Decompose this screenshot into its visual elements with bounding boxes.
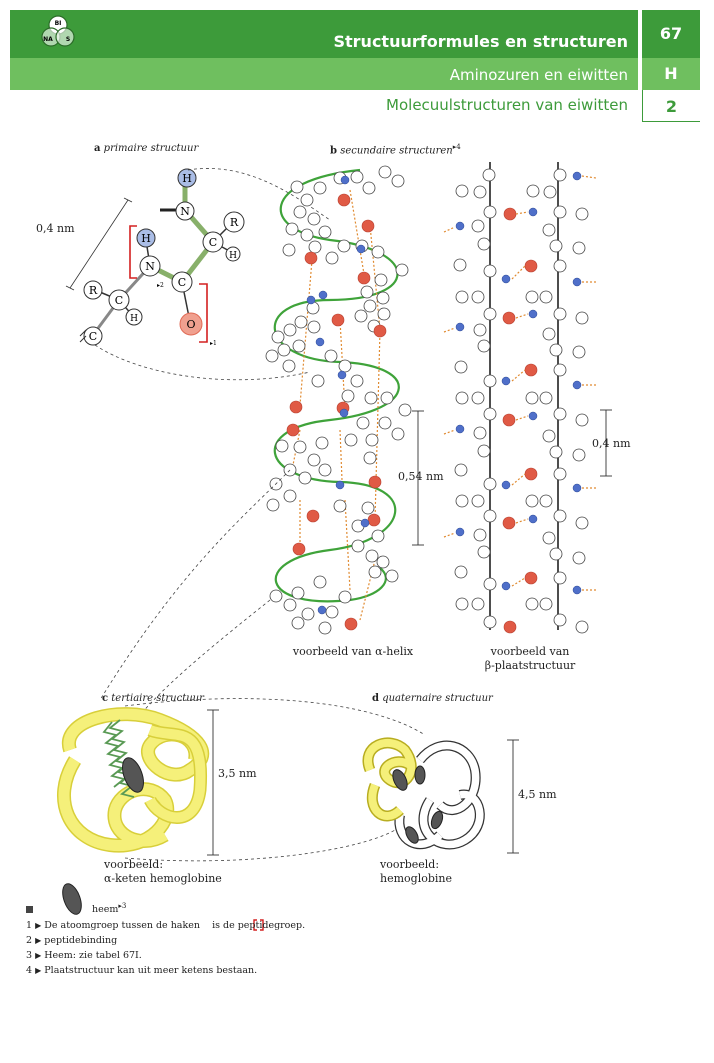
atom-r: R — [89, 284, 98, 297]
logo-text-left: NA — [43, 36, 53, 43]
beta-sheet-diagram — [443, 162, 597, 634]
footnotes: 1 ▶ De atoomgroep tussen de haken is de … — [26, 918, 305, 978]
section-title: Molecuulstructuren van eiwitten — [386, 96, 628, 114]
atom-n: N — [180, 205, 190, 218]
page-title: Structuurformules en structuren — [333, 32, 628, 51]
ref-2: ▸2 — [157, 282, 164, 289]
atom-n: N — [145, 260, 155, 273]
measure-quaternary: 4,5 nm — [518, 788, 557, 801]
measure-helix: 0,54 nm — [398, 470, 444, 483]
atom-h: H — [229, 251, 237, 261]
note-2: 2 ▶ peptidebinding — [26, 935, 118, 946]
quaternary-structure-diagram — [362, 737, 485, 850]
primary-structure-diagram: H N R C H H N ▸2 C O R C H C ▸1 — [65, 168, 331, 381]
binas-logo-icon: BI NA S — [41, 15, 75, 47]
atom-h: H — [130, 314, 138, 324]
alpha-helix-diagram — [265, 165, 412, 635]
caption-helix: voorbeeld van α-helix — [292, 645, 414, 658]
measure-sheet: 0,4 nm — [592, 437, 631, 450]
caption-quaternary: voorbeeld: hemoglobine — [380, 858, 452, 885]
panel-b-label: b secundaire structuren▸4 — [330, 143, 461, 157]
atom-c: C — [115, 294, 123, 307]
measure-primary: 0,4 nm — [36, 222, 75, 235]
caption-tertiary: voorbeeld: α-keten hemoglobine — [104, 858, 222, 885]
logo-text-right: S — [66, 36, 70, 43]
atom-c: C — [89, 330, 97, 343]
header-band — [10, 10, 638, 58]
note-1: 1 ▶ De atoomgroep tussen de haken is de … — [26, 920, 306, 931]
atom-c: C — [209, 236, 217, 249]
note-4: 4 ▶ Plaatstructuur kan uit meer ketens b… — [26, 965, 258, 976]
atom-c: C — [178, 276, 186, 289]
caption-sheet: voorbeeld van β-plaatstructuur — [484, 645, 576, 672]
panel-d-label: d quaternaire structuur — [372, 693, 493, 704]
atom-r: R — [230, 216, 239, 229]
tertiary-structure-diagram — [57, 707, 210, 853]
note-3: 3 ▶ Heem: zie tabel 67I. — [26, 950, 142, 961]
helix-atoms — [265, 165, 412, 635]
section-number: 2 — [642, 90, 700, 122]
measure-tertiary: 3,5 nm — [218, 767, 257, 780]
atom-h: H — [182, 172, 192, 185]
header-subband — [10, 58, 638, 90]
atom-h: H — [141, 232, 151, 245]
logo-text-top: BI — [55, 20, 62, 27]
page-subtitle: Aminozuren en eiwitten — [449, 66, 628, 84]
chapter-letter: H — [642, 58, 700, 90]
atom-o: O — [186, 318, 195, 331]
ref-1: ▸1 — [210, 340, 217, 347]
heem-legend: heem▸3 — [92, 902, 127, 916]
page-number: 67 — [642, 10, 700, 58]
panel-c-label: c tertiaire structuur — [102, 693, 204, 704]
panel-a-label: a primaire structuur — [94, 143, 199, 154]
